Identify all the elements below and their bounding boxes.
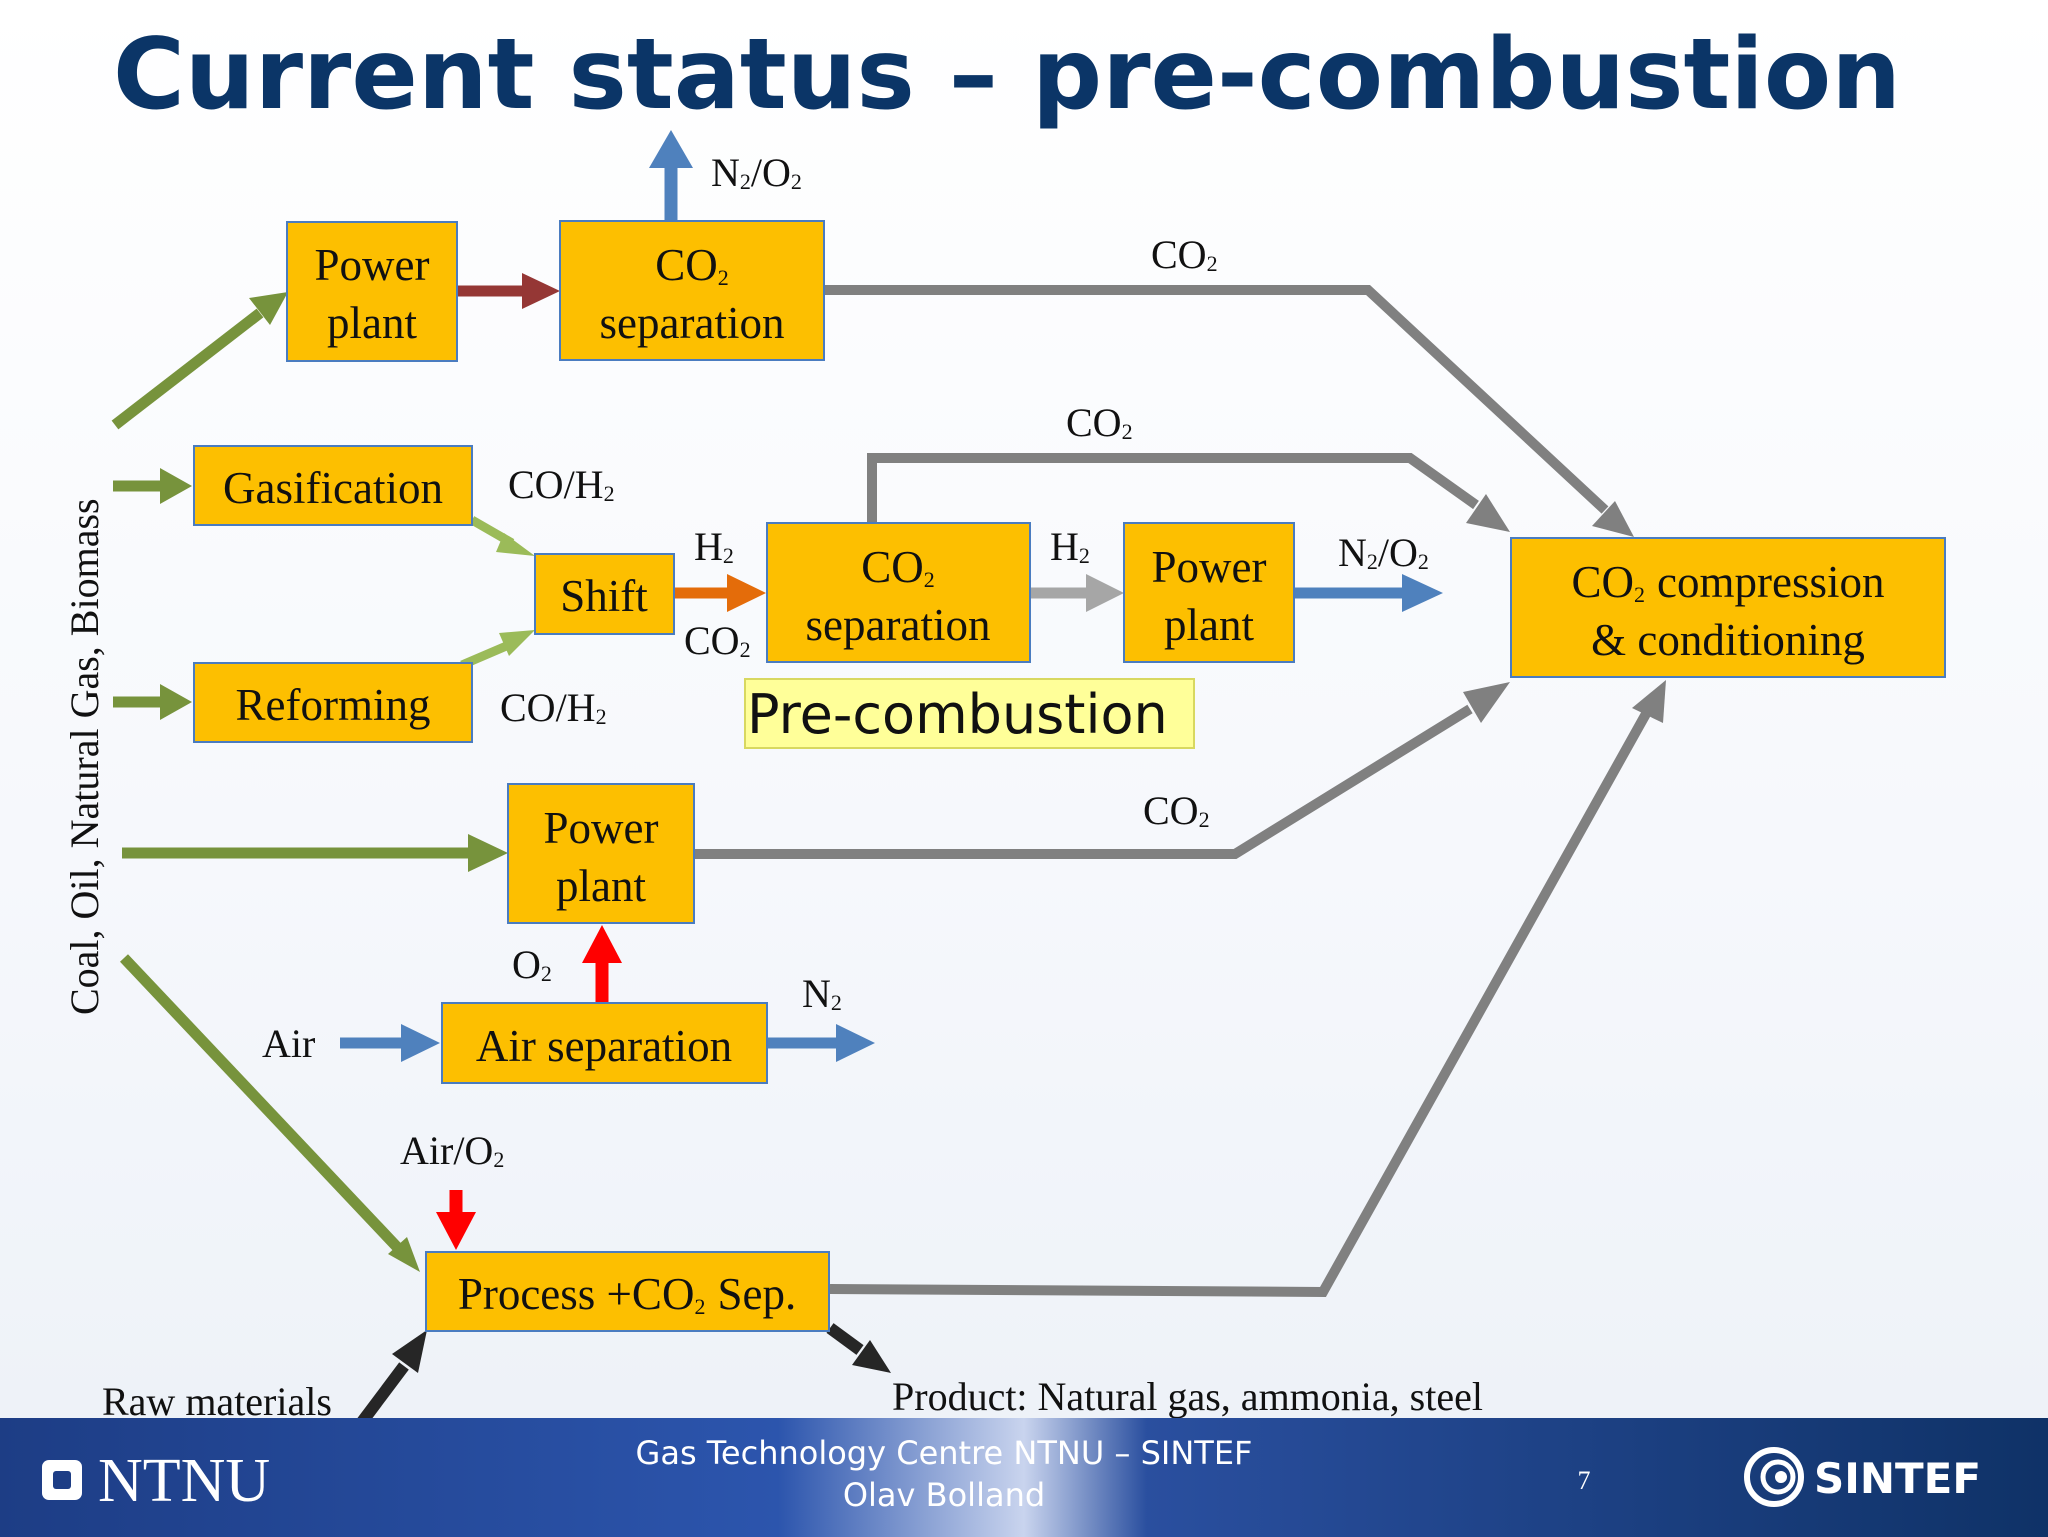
box-power-plant-mid: Power plant [1123,522,1295,663]
box-power-plant-low: Power plant [507,783,695,924]
box-reforming: Reforming [193,662,473,743]
box-shift-label: Shift [560,571,648,621]
label-air: Air [262,1021,315,1066]
label-o2: O2 [512,942,552,987]
feed-arrowhead-reforming [160,684,192,720]
label-h2-a: H2 [694,524,734,569]
footer-line1: Gas Technology Centre NTNU – SINTEF [636,1434,1253,1472]
product-arrowhead [852,1340,891,1373]
sintef-logo: SINTEF [1744,1447,1981,1507]
co2-line-mid [867,453,1479,522]
label-coh2-upper: CO/H2 [508,462,615,507]
feed-arrowhead-process [388,1237,420,1272]
label-co2-low: CO2 [1143,788,1210,833]
co2-line-top-arrowhead [1592,501,1634,537]
box-co2-compression-line2: & conditioning [1591,615,1865,665]
h2-to-power-plant-arrowhead [1086,574,1124,612]
footer-line2: Olav Bolland [843,1476,1045,1514]
box-co2-separation-top-line2: separation [600,298,785,348]
box-power-plant-low-line1: Power [544,803,659,853]
slide-title: Current status – pre-combustion [113,18,1901,132]
air-o2-supply-arrowhead [436,1212,476,1250]
co2-line-mid-arrowhead [1466,494,1510,532]
box-power-plant-low-line2: plant [556,861,646,911]
air-inlet-arrowhead [401,1024,440,1062]
co2-line-low-arrowhead [1463,682,1510,723]
box-co2-separation-mid-line1: CO2 [861,542,935,592]
n2o2-vent-arrowhead-top [649,130,693,168]
pre-combustion-tag: Pre-combustion [744,678,1195,749]
footer-band [0,1418,2048,1537]
label-co2-top: CO2 [1151,232,1218,277]
raw-materials-arrowhead [392,1330,427,1373]
box-gasification-label: Gasification [223,463,443,513]
box-power-plant-top-line1: Power [315,240,430,290]
feed-arrow-power-plant-top [111,308,264,430]
label-h2-b: H2 [1050,524,1090,569]
label-product: Product: Natural gas, ammonia, steel [892,1374,1483,1419]
reforming-to-shift-arrowhead [499,630,535,656]
box-power-plant-mid-line2: plant [1164,600,1254,650]
label-raw-materials: Raw materials [102,1379,332,1424]
sintef-logo-text: SINTEF [1814,1454,1981,1503]
box-gasification: Gasification [193,445,473,526]
ntnu-logo-text: NTNU [98,1447,270,1515]
box-shift: Shift [534,553,675,635]
n2o2-vent-arrowhead-mid [1402,574,1443,612]
footer: NTNU Gas Technology Centre NTNU – SINTEF… [0,1418,2048,1537]
box-air-separation-label: Air separation [476,1021,732,1071]
label-n2o2-mid: N2/O2 [1338,530,1429,575]
feed-arrowhead-power-plant-low [468,834,508,872]
label-co2-mid: CO2 [1066,400,1133,445]
box-co2-separation-top: CO2 separation [559,220,825,361]
co2-line-process [829,709,1652,1298]
box-air-separation: Air separation [441,1002,768,1084]
label-co2-under-shift: CO2 [684,618,751,663]
gasification-to-shift-arrowhead [496,533,535,556]
n2-vent-arrowhead [836,1024,875,1062]
box-power-plant-mid-line1: Power [1152,542,1267,592]
label-n2: N2 [802,971,842,1016]
product-arrow [826,1323,864,1355]
raw-materials-arrow [357,1362,409,1426]
feedstock-label: Coal, Oil, Natural Gas, Biomass [62,498,107,1015]
reforming-to-shift-arrow [460,639,513,670]
label-air-o2: Air/O2 [400,1128,504,1173]
ntnu-logo: NTNU [42,1447,270,1515]
feed-arrowhead-gasification [160,468,192,504]
co2-line-process-arrowhead [1632,680,1666,723]
box-power-plant-top-line2: plant [327,298,417,348]
o2-supply-arrowhead [582,925,622,963]
page-number: 7 [1578,1466,1591,1495]
feed-arrow-process [120,954,401,1251]
box-reforming-label: Reforming [236,680,431,730]
co2-line-top [825,285,1609,514]
co2-line-low [695,704,1473,859]
connectors [111,130,1666,1426]
shift-to-co2-separation-arrowhead [727,574,766,612]
power-plant-to-co2-separation-arrowhead [522,273,560,309]
box-co2-separation-mid: CO2 separation [766,522,1031,663]
box-power-plant-top: Power plant [286,221,458,362]
sintef-logo-icon [1744,1447,1804,1507]
feed-arrowhead-power-plant-top [249,292,288,325]
label-coh2-lower: CO/H2 [500,685,607,730]
box-co2-separation-mid-line2: separation [806,600,991,650]
label-n2o2-top: N2/O2 [711,150,802,195]
box-co2-separation-top-line1: CO2 [655,240,729,290]
pre-combustion-label: Pre-combustion [747,683,1168,746]
